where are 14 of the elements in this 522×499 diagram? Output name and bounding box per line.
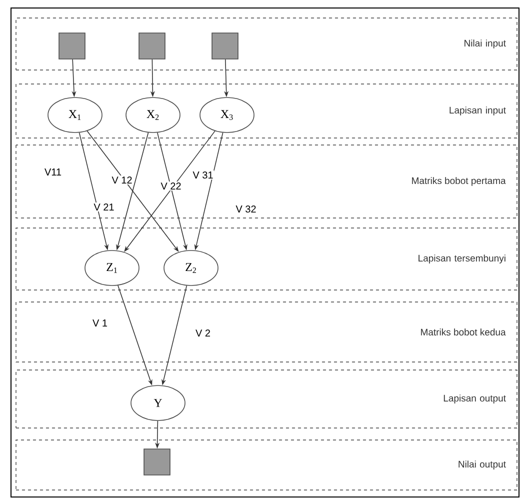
weight-label: V 21 xyxy=(92,202,116,212)
weight-label: V 2 xyxy=(194,328,212,338)
input-square xyxy=(138,32,166,60)
weight-label: V 12 xyxy=(110,176,134,184)
weight-label: V11 xyxy=(43,168,63,176)
output-square xyxy=(144,448,170,476)
weight-label: V 22 xyxy=(160,182,182,190)
input-square xyxy=(212,32,238,60)
weight-label: V 31 xyxy=(192,170,214,180)
layer-band: Nilai output xyxy=(16,440,518,490)
layer-band: Nilai input xyxy=(16,18,518,70)
weight-label: V 1 xyxy=(92,318,108,328)
weight-label: V 32 xyxy=(234,204,258,214)
input-square xyxy=(58,32,86,60)
